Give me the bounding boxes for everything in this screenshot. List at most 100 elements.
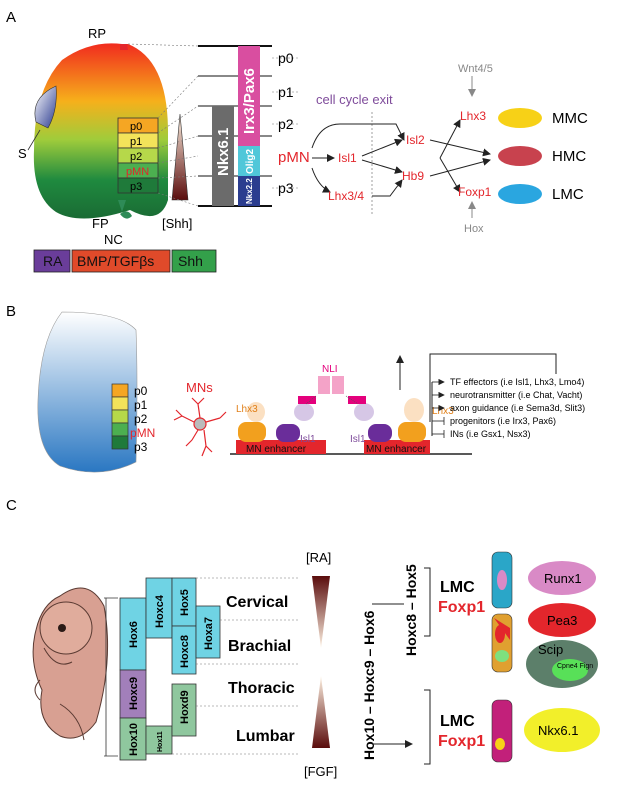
- panel-b-letter: B: [6, 303, 16, 320]
- lhx3-b-label-2: Lhx3: [432, 406, 454, 417]
- signal-bmp: [71, 249, 171, 273]
- hox10-label: Hox10: [128, 723, 140, 756]
- domain-stack-a: p0 p1 p2 pMN p3: [117, 117, 159, 194]
- isl1-blob-2: [368, 424, 392, 442]
- feedback-line: [429, 353, 557, 422]
- complex-1: Lhx3 Isl1: [236, 396, 316, 445]
- nkx61-label: Nkx6.1: [215, 128, 232, 176]
- irx3-pax6-label: Irx3/Pax6: [241, 68, 258, 134]
- target-0: TF effectors (i.e Isl1, Lhx3, Lmo4): [450, 377, 584, 387]
- hox6-label: Hox6: [128, 621, 140, 648]
- b-label-pmn: pMN: [130, 426, 155, 440]
- shh-label: [Shh]: [162, 216, 192, 231]
- target-1: neurotransmitter (i.e Chat, Vacht): [450, 390, 582, 400]
- nkx22-bar: [238, 176, 260, 206]
- ra-gradient: [312, 576, 330, 648]
- signal-ra-label: RA: [43, 253, 63, 269]
- domain-label-p2: p2: [130, 151, 142, 163]
- fgf-label: [FGF]: [304, 764, 337, 779]
- nli-label: NLI: [322, 364, 338, 375]
- domain-label-p1: p1: [130, 136, 142, 148]
- cylinder-upper: [491, 551, 513, 609]
- s-label: S: [18, 146, 27, 161]
- hoxa7-label: Hoxa7: [203, 617, 215, 650]
- ra-label: [RA]: [306, 550, 331, 565]
- embryo-illustration: [32, 587, 109, 741]
- isl1-b-label-2: Isl1: [350, 434, 366, 445]
- vertical-hox-main: Hox10 – Hoxc9 – Hox6: [361, 610, 377, 760]
- guide-lines-a: [127, 43, 300, 207]
- hox5-box: [171, 577, 197, 627]
- col-label-p0: p0: [278, 50, 294, 66]
- domain-p3: [117, 177, 159, 194]
- region-thoracic: Thoracic: [228, 680, 295, 697]
- nkx22-label: Nkx2.2: [245, 178, 254, 204]
- nc-marker: [120, 211, 132, 219]
- isl1-b-label-1: Isl1: [300, 434, 316, 445]
- b-label-p2: p2: [134, 412, 148, 426]
- hoxd9-box: [171, 683, 197, 737]
- scip-label: Scip: [538, 642, 563, 657]
- panel-b: B p0 p1 p2 pMN p3 MNs MN enhancer: [6, 303, 585, 473]
- neuron-icon: [173, 397, 227, 457]
- complex-2: Lhx3 Isl1: [348, 396, 454, 445]
- bracket-lower: [424, 689, 431, 765]
- olig2-label: Olig2: [245, 149, 256, 174]
- cpne4-label: Cpne4 Fign: [557, 663, 593, 670]
- target-list: TF effectors (i.e Isl1, Lhx3, Lmo4) neur…: [432, 377, 585, 439]
- col-label-p3: p3: [278, 180, 294, 196]
- nkx61-bar: [212, 106, 234, 206]
- nkx61-pool-label: Nkx6.1: [538, 723, 578, 738]
- pea3-ellipse: [528, 603, 596, 637]
- shh-gradient: [171, 113, 189, 201]
- cylinder-lower: [491, 699, 513, 763]
- lhx3-light-2: [404, 398, 424, 422]
- hox5-label: Hox5: [179, 589, 191, 616]
- pea3-label: Pea3: [547, 613, 577, 628]
- lmc-upper-label: LMC: [440, 579, 475, 596]
- lhx34-label: Lhx3/4: [328, 189, 364, 203]
- bracket-upper: [424, 567, 431, 637]
- isl2-label: Isl2: [406, 133, 425, 147]
- cylinder-middle: [491, 613, 513, 673]
- pathway-a: cell cycle exit pMN Isl1 Lhx3/4 Isl2 Hb9…: [278, 63, 588, 235]
- signal-shh: [171, 249, 217, 273]
- foxp1-label: Foxp1: [458, 185, 492, 199]
- lmc-lower-label: LMC: [440, 713, 475, 730]
- enhancer-2-label: MN enhancer: [366, 444, 427, 455]
- panel-a-letter: A: [6, 9, 16, 26]
- hox11-label: Hox11: [157, 731, 164, 752]
- hmc-ellipse: [498, 146, 542, 166]
- target-2: axon guidance (i.e Sema3d, Slit3): [450, 403, 585, 413]
- signals-bar: RA BMP/TGFβs Shh: [33, 249, 217, 273]
- fp-label: FP: [92, 216, 109, 231]
- hoxc8-label: Hoxc8: [179, 635, 191, 668]
- runx1-label: Runx1: [544, 571, 582, 586]
- fgf-gradient: [312, 676, 330, 748]
- hox-box-labels: Hox6 Hoxc4 Hox5 Hoxc8 Hoxa7 Hoxc9 Hox10 …: [128, 589, 215, 756]
- s-pointer: [27, 129, 41, 151]
- nc-label: NC: [104, 232, 123, 247]
- isl1-label: Isl1: [338, 151, 357, 165]
- hoxa7-box: [195, 605, 221, 659]
- col-label-p1: p1: [278, 84, 294, 100]
- rp-marker: [120, 44, 128, 50]
- domain-label-p0: p0: [130, 121, 142, 133]
- cpne4-ellipse: [552, 659, 588, 681]
- domain-label-p3: p3: [130, 181, 142, 193]
- signal-ra: [33, 249, 71, 273]
- domain-label-pmn: pMN: [126, 166, 149, 178]
- embryo-bracket: [104, 597, 118, 757]
- domain-stack-b: p0 p1 p2 pMN p3: [111, 383, 155, 454]
- nli-dimer: NLI: [305, 364, 359, 405]
- hoxd9-label: Hoxd9: [179, 690, 191, 724]
- hox-boxes: [119, 577, 221, 761]
- vertical-hox-side: Hoxc8 – Hox5: [403, 564, 419, 656]
- hox6-box: [119, 597, 147, 671]
- panel-c-letter: C: [6, 497, 17, 514]
- region-lumbar: Lumbar: [236, 728, 295, 745]
- ldb-2: [348, 396, 366, 404]
- enhancer-2: [364, 440, 430, 454]
- mmc-label: MMC: [552, 110, 588, 127]
- foxp1-lower-label: Foxp1: [438, 733, 485, 750]
